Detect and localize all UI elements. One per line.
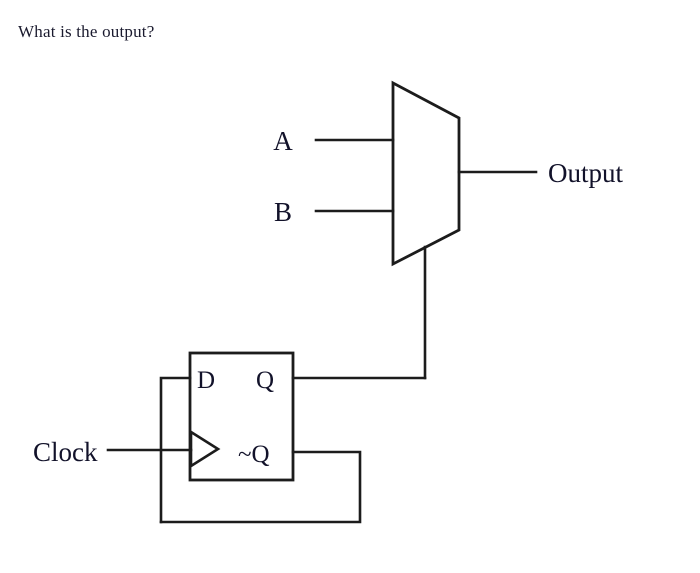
d-flip-flop-group: D Q ~Q Clock <box>33 351 427 524</box>
label-qbar-output: ~Q <box>238 441 270 468</box>
flip-flop-body <box>188 351 295 482</box>
label-input-b: B <box>274 197 292 227</box>
label-q-output: Q <box>256 367 274 394</box>
label-clock: Clock <box>33 437 98 467</box>
multiplexer-group: A B Output <box>273 80 624 380</box>
label-output: Output <box>548 158 624 188</box>
label-input-a: A <box>273 126 293 156</box>
wire-qbar-feedback <box>159 450 362 524</box>
wire-feedback-to-d <box>159 376 192 524</box>
question-prompt: What is the output? <box>18 22 155 41</box>
label-d-input: D <box>197 367 215 394</box>
multiplexer-body <box>391 80 461 267</box>
